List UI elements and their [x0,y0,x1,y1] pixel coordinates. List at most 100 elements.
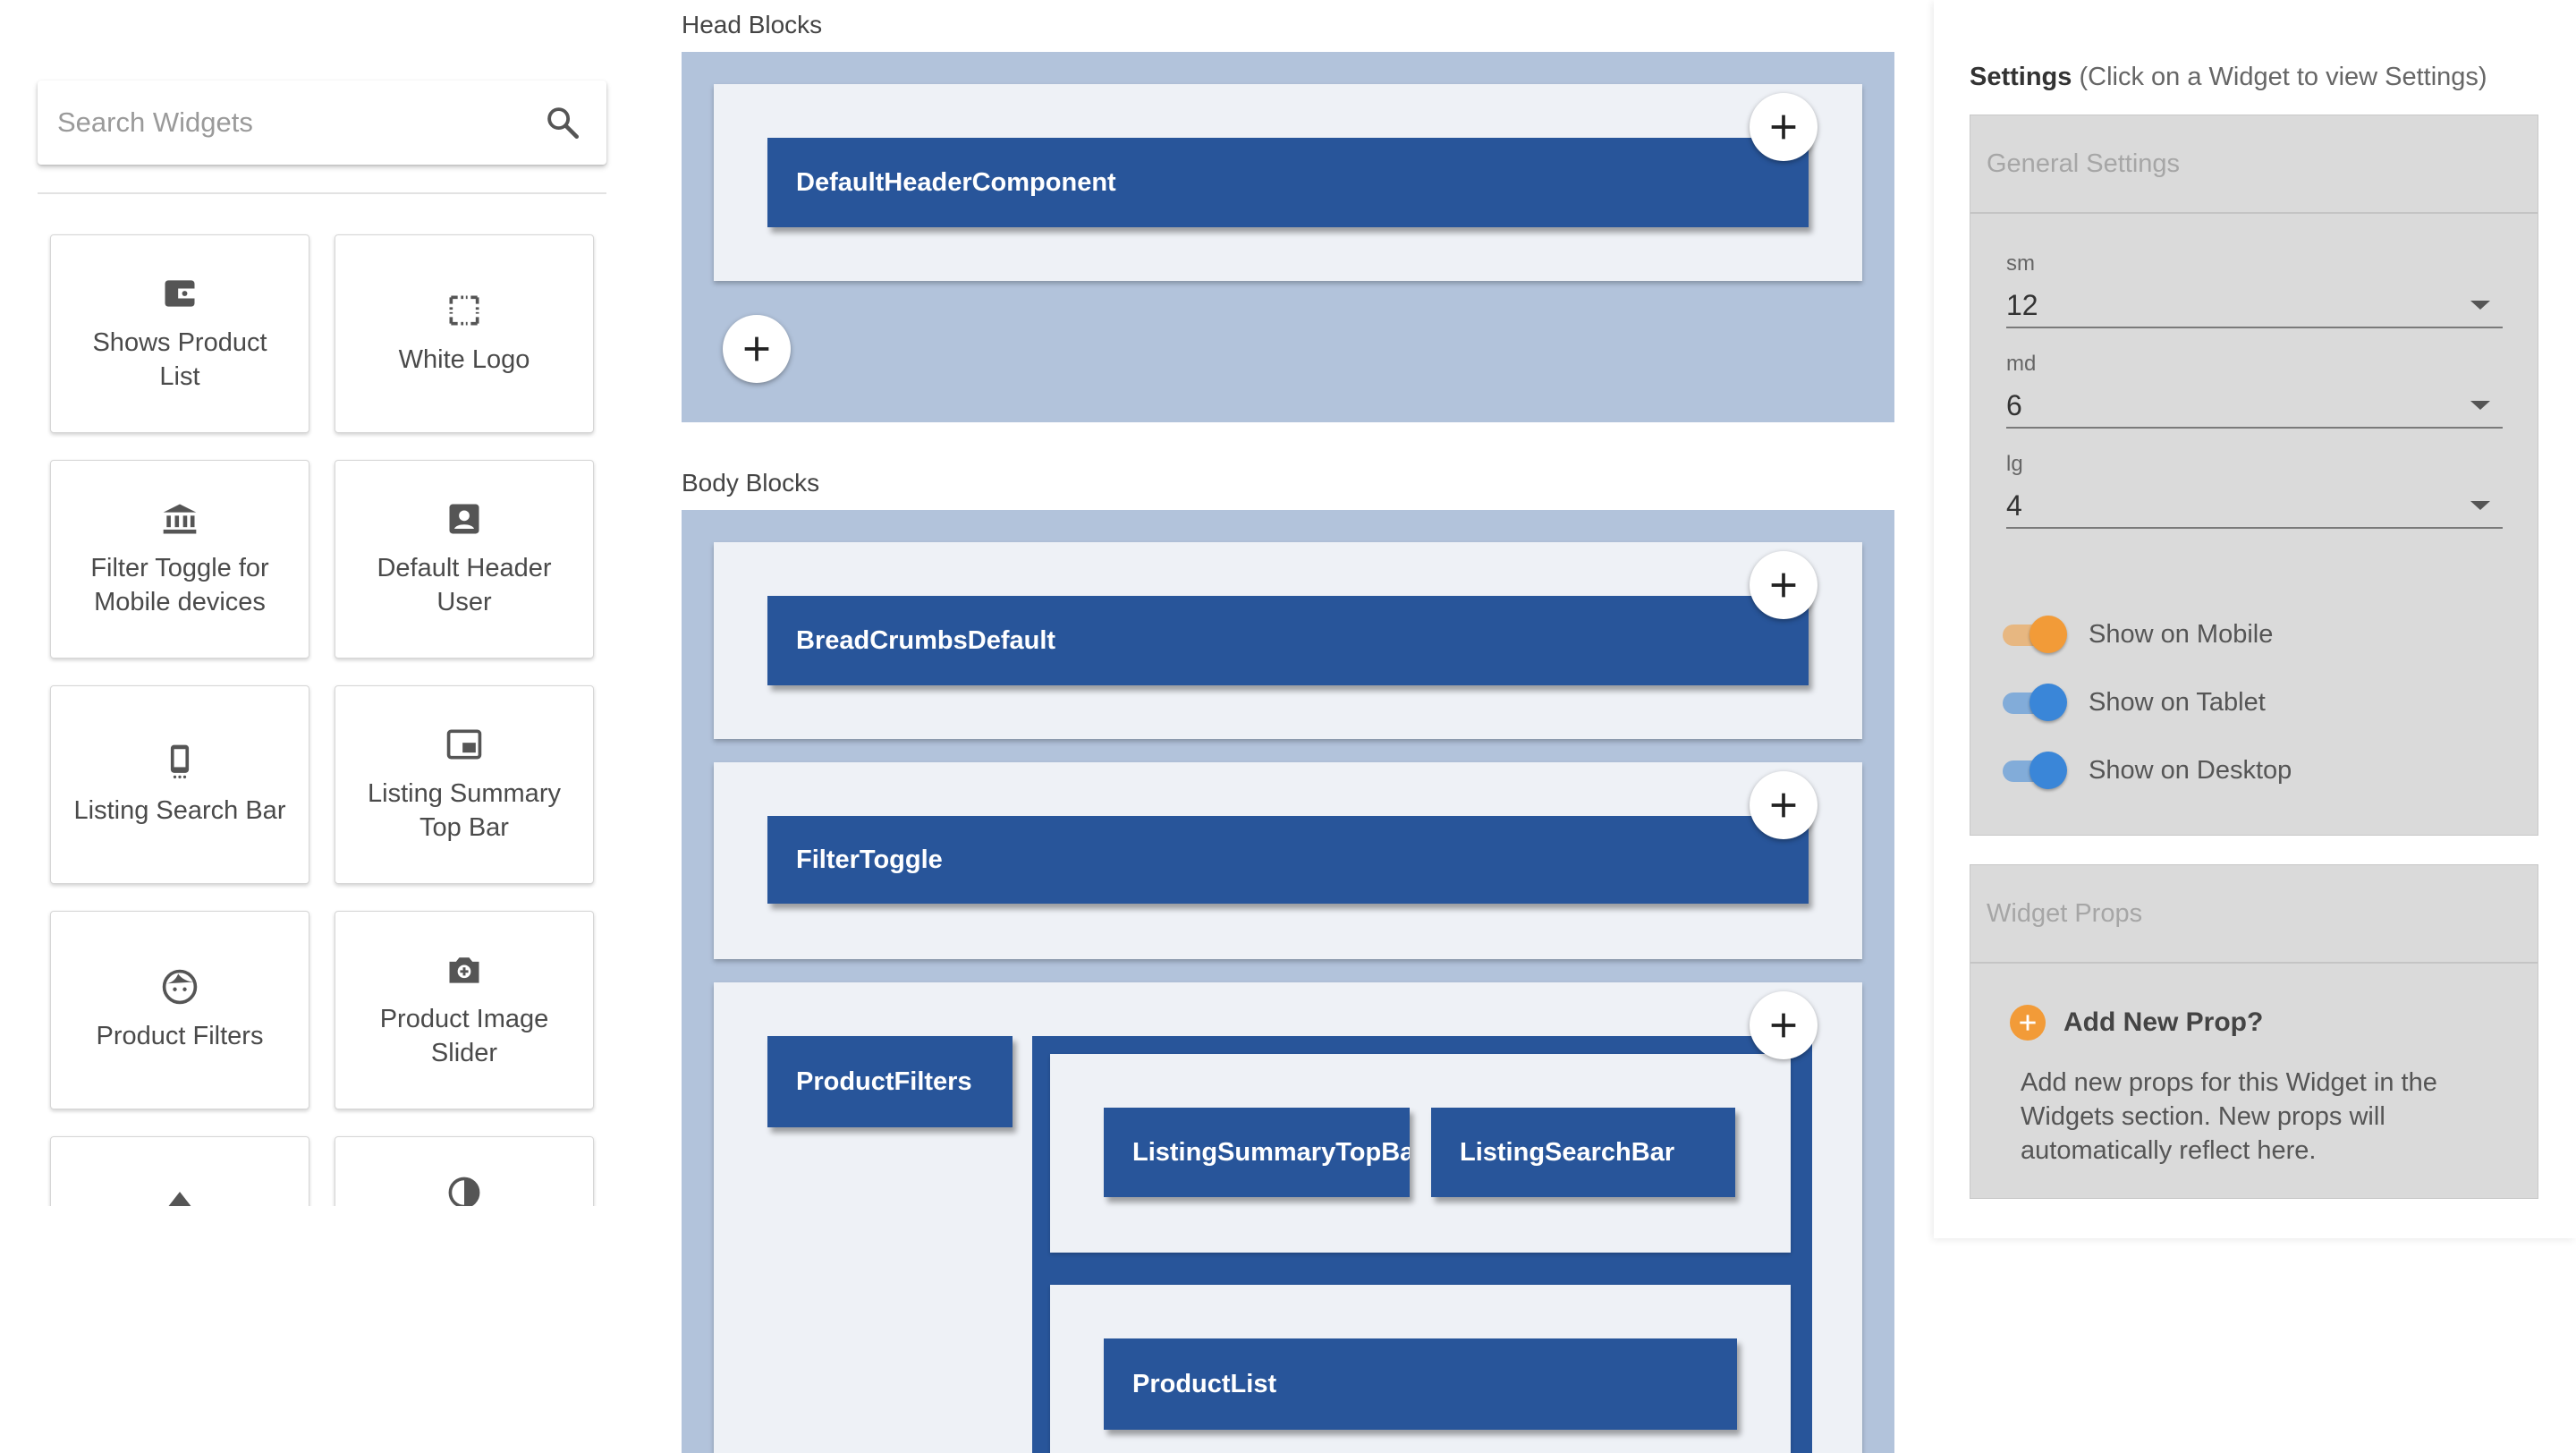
widget-label: Product Image Slider [379,1005,549,1067]
settings-title: Settings [1970,63,2072,91]
toggle-label: Show on Desktop [2089,755,2292,785]
select-label: lg [2006,452,2023,476]
select-sm[interactable]: sm 12 [2006,251,2503,328]
widget-card-shows-product-list[interactable]: Shows Product List [50,234,309,433]
wallet-icon [165,280,195,307]
widget-card-listing-search-bar[interactable]: Listing Search Bar [50,685,309,884]
widget-chip-product-list[interactable]: ProductList [1104,1338,1737,1430]
select-lg[interactable]: lg 4 [2006,452,2503,529]
search-box [38,81,606,165]
widget-chip-default-header[interactable]: DefaultHeaderComponent [767,138,1809,227]
add-widget-button[interactable] [1750,991,1818,1059]
search-icon[interactable] [544,104,581,141]
widget-chip-listing-summary[interactable]: ListingSummaryTopBar [1104,1108,1410,1197]
widget-card-white-logo[interactable]: White Logo [335,234,594,433]
body-blocks-area: BreadCrumbsDefault FilterToggle ProductF… [682,510,1894,1453]
toggle-show-tablet[interactable]: Show on Tablet [2001,683,2266,722]
widget-props-title: Widget Props [1970,865,2538,964]
widget-props-card: Widget Props Add New Prop? Add new props… [1970,864,2538,1199]
general-settings-title: General Settings [1970,115,2538,214]
crop-free-icon [449,295,479,326]
nested-row-2: ProductList [1050,1285,1791,1453]
widget-label: Listing Summary Top Bar [368,779,561,842]
add-widget-button[interactable] [1750,771,1818,839]
toggle-label: Show on Tablet [2089,687,2266,717]
head-blocks-area: DefaultHeaderComponent [682,52,1894,422]
contrast-icon [448,1177,480,1206]
camera-icon [449,957,479,983]
settings-hint: (Click on a Widget to view Settings) [2079,63,2487,91]
select-sm-control[interactable]: 12 [2006,284,2503,328]
select-label: md [2006,352,2037,376]
settings-panel: Settings (Click on a Widget to view Sett… [1934,0,2576,1238]
select-value: 4 [2006,489,2022,522]
add-prop-label: Add New Prop? [2063,1007,2264,1037]
toggle-show-mobile[interactable]: Show on Mobile [2001,615,2273,654]
widget-card-product-filters[interactable]: Product Filters [50,911,309,1109]
plus-icon [1771,115,1796,140]
body-row-2: FilterToggle [714,762,1862,959]
widget-label: White Logo [398,345,530,374]
add-new-prop-button[interactable]: Add New Prop? [2010,1005,2263,1041]
select-lg-control[interactable]: 4 [2006,484,2503,529]
toggle-knob [2029,684,2067,721]
picture-in-picture-icon [446,729,482,760]
widget-card-default-header-user[interactable]: Default Header User [335,460,594,659]
widget-label: Default Header User [377,554,552,616]
head-row: DefaultHeaderComponent [714,84,1862,281]
widget-grid: Shows Product List White Logo Filter Tog… [0,0,644,1206]
general-settings-card: General Settings sm 12 md 6 lg 4 [1970,115,2538,836]
toggle-show-desktop[interactable]: Show on Desktop [2001,751,2292,790]
select-md[interactable]: md 6 [2006,352,2503,429]
widget-label: Shows Product List [92,328,267,391]
plus-icon [1771,1013,1796,1038]
toggle-switch[interactable] [2001,683,2067,722]
widget-card-product-image-slider[interactable]: Product Image Slider [335,911,594,1109]
chevron-down-icon [2470,401,2490,410]
nested-row-1: ListingSummaryTopBar ListingSearchBar [1050,1054,1791,1253]
eject-icon [168,1192,191,1206]
select-value: 12 [2006,288,2038,321]
widget-label: Product Filters [96,1022,264,1050]
widget-card-partial-1[interactable] [50,1136,309,1206]
search-input[interactable] [57,98,522,147]
chevron-down-icon [2470,501,2490,510]
plus-icon [1771,573,1796,598]
add-circle-icon [2010,1005,2046,1041]
body-row-3: ProductFilters ListingSummaryTopBar List… [714,982,1862,1453]
widget-chip-filter-toggle[interactable]: FilterToggle [767,816,1809,904]
toggle-switch[interactable] [2001,615,2067,654]
toggle-knob [2029,752,2067,789]
props-description: Add new props for this Widget in the Wid… [2021,1068,2437,1165]
widget-library-panel: Shows Product List White Logo Filter Tog… [0,0,644,1453]
nested-container: ListingSummaryTopBar ListingSearchBar Pr… [1032,1036,1812,1453]
select-value: 6 [2006,388,2022,421]
widget-chip-listing-search[interactable]: ListingSearchBar [1431,1108,1735,1197]
select-label: sm [2006,251,2035,276]
toggle-knob [2029,616,2067,653]
search-divider [38,192,606,194]
plus-icon [1771,793,1796,818]
add-widget-button[interactable] [1750,551,1818,619]
widget-card-listing-summary-top-bar[interactable]: Listing Summary Top Bar [335,685,594,884]
add-widget-button[interactable] [1750,93,1818,161]
chevron-down-icon [2470,301,2490,310]
head-blocks-title: Head Blocks [682,11,823,38]
widget-card-partial-2[interactable] [335,1136,594,1206]
widget-label: Listing Search Bar [73,796,286,825]
body-blocks-title: Body Blocks [682,469,820,497]
face-icon [162,969,198,1005]
widget-label: Filter Toggle for Mobile devices [90,554,269,616]
plus-icon [744,336,769,361]
widget-chip-product-filters[interactable]: ProductFilters [767,1036,1013,1127]
add-row-button[interactable] [723,315,791,383]
toggle-switch[interactable] [2001,751,2067,790]
bank-icon [163,504,197,534]
account-box-icon [449,504,479,534]
toggle-label: Show on Mobile [2089,619,2274,649]
widget-card-filter-toggle[interactable]: Filter Toggle for Mobile devices [50,460,309,659]
settings-heading: Settings (Click on a Widget to view Sett… [1970,63,2487,92]
widget-chip-breadcrumbs[interactable]: BreadCrumbsDefault [767,596,1809,685]
select-md-control[interactable]: 6 [2006,384,2503,429]
smartphone-icon [170,744,190,779]
